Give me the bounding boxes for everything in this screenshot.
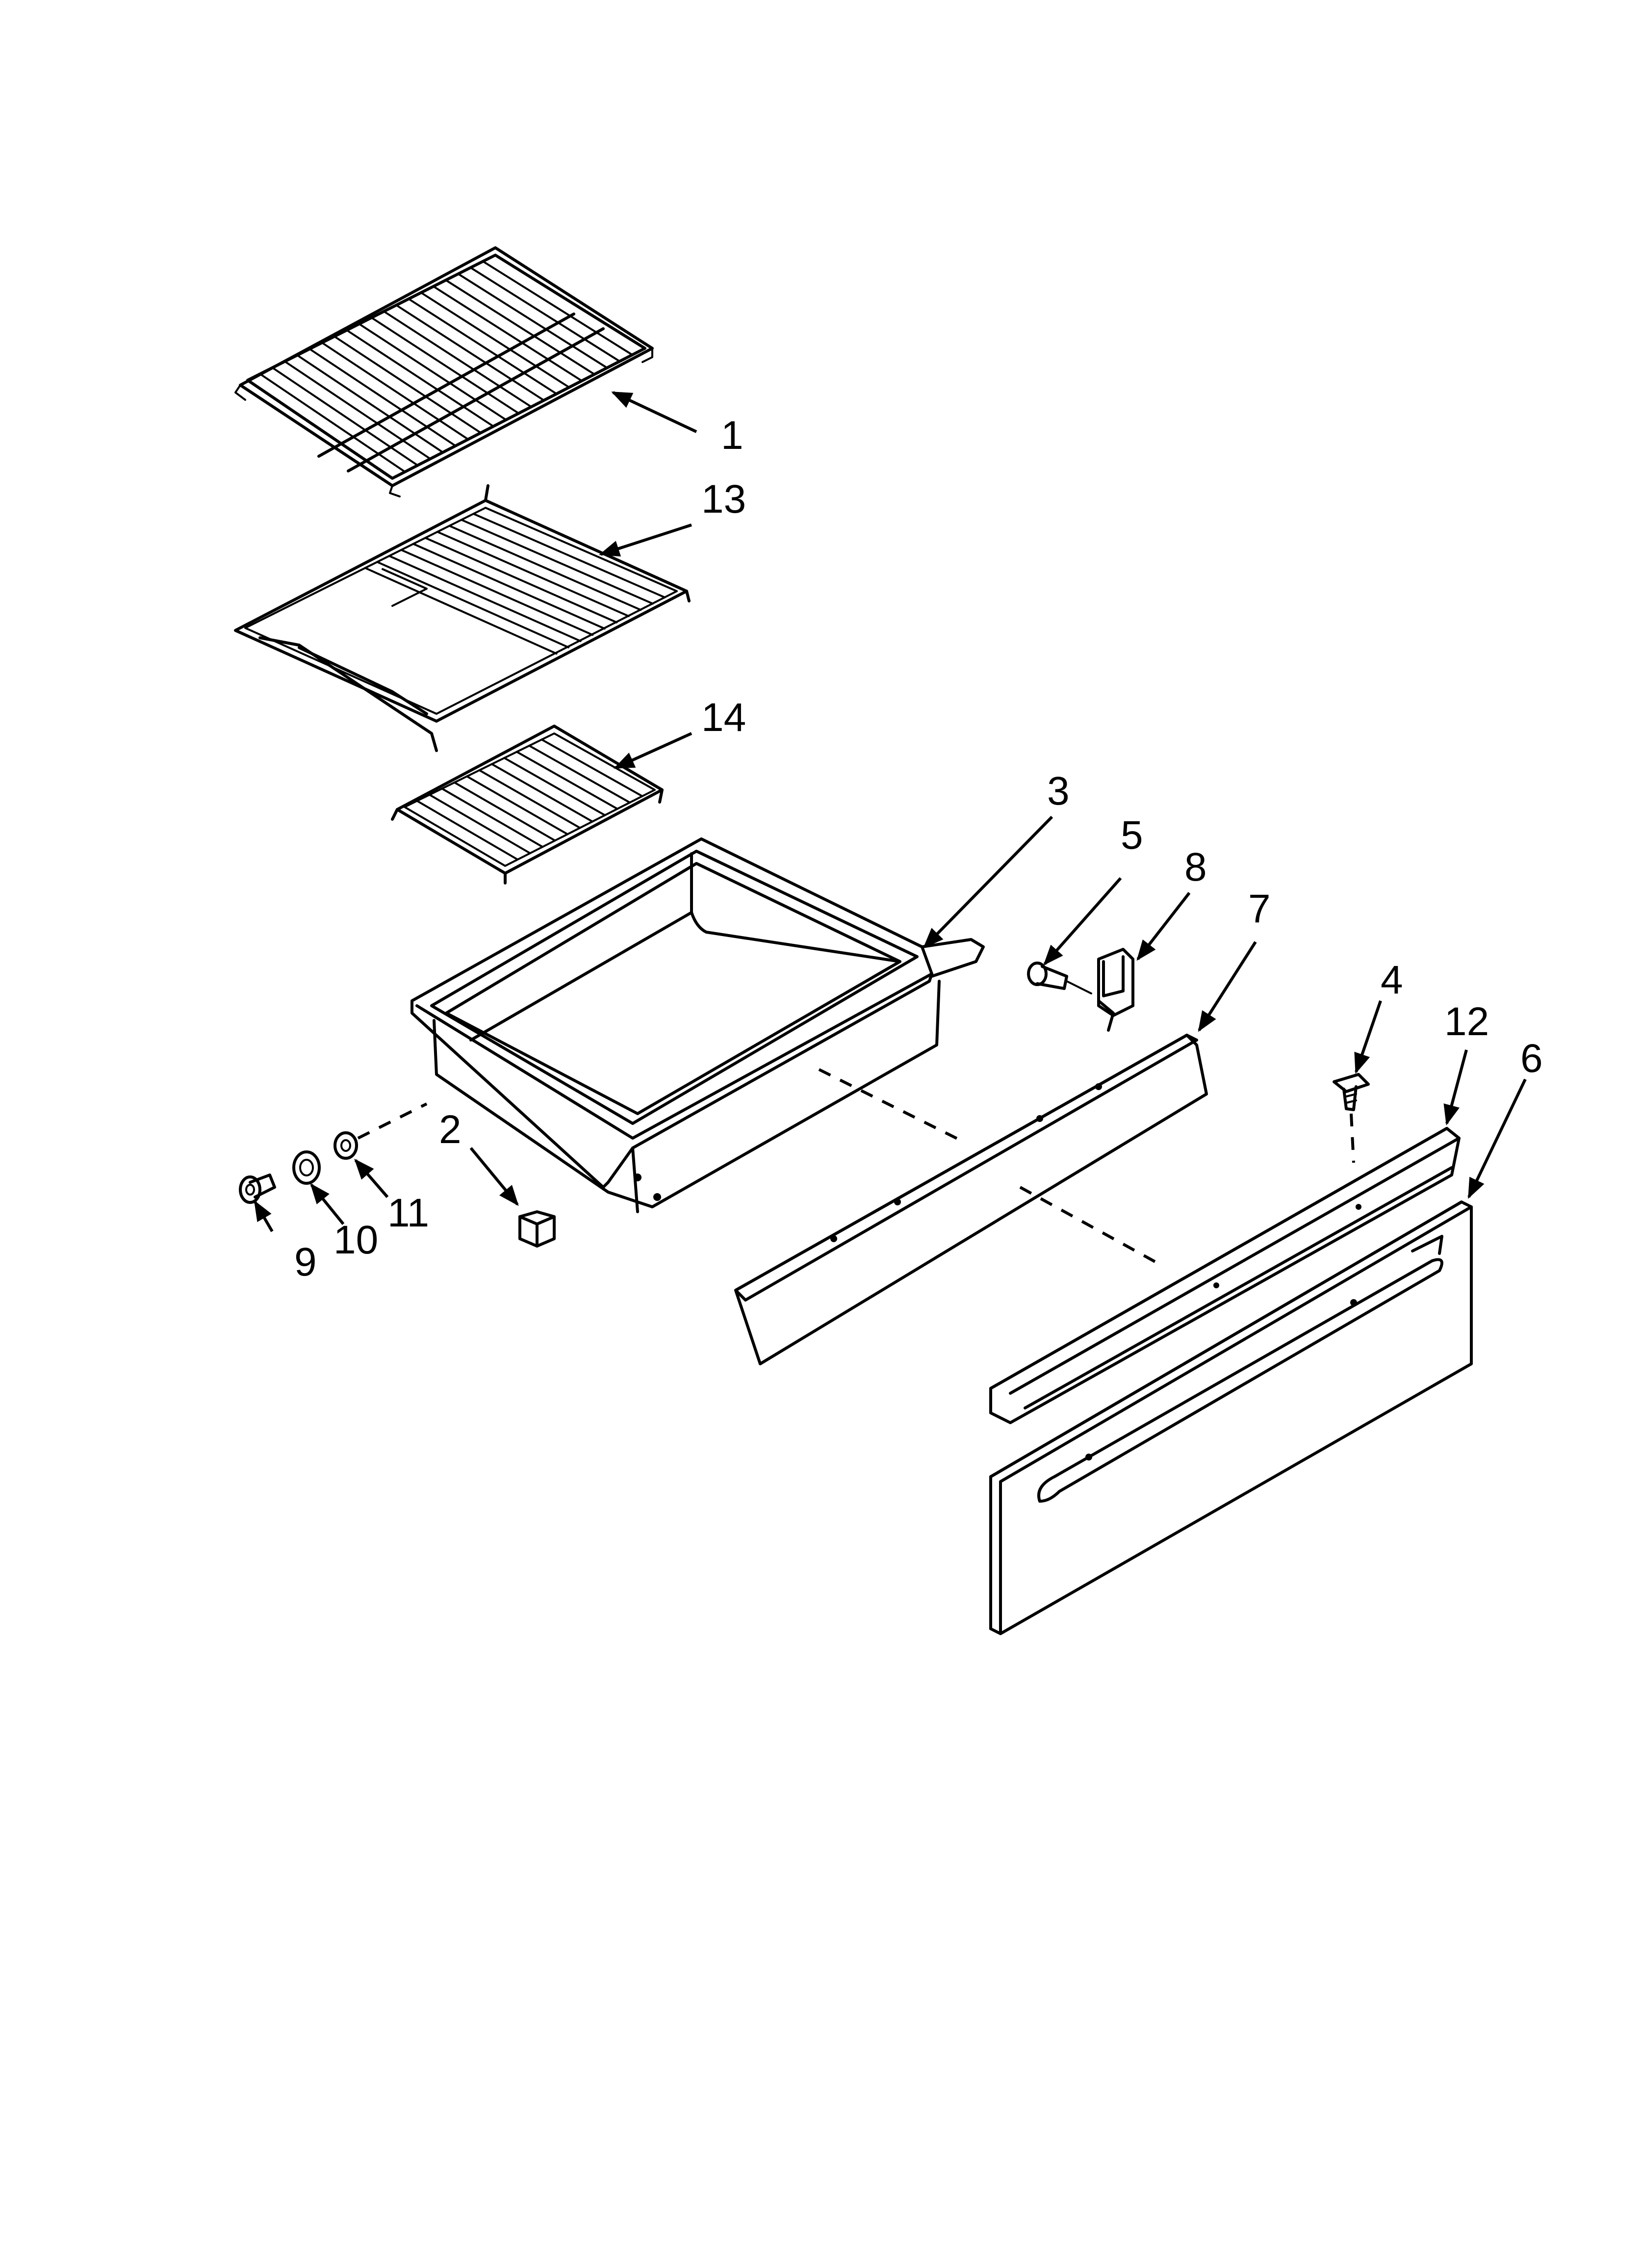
rack-wire bbox=[333, 335, 482, 434]
rack-wire bbox=[416, 800, 519, 861]
rack-wire bbox=[528, 745, 631, 804]
rack-wire bbox=[296, 354, 444, 453]
callout-11: 11 bbox=[387, 1191, 429, 1235]
rack-wire bbox=[383, 310, 533, 408]
callout-9: 9 bbox=[294, 1240, 317, 1284]
rack-wire bbox=[308, 348, 457, 447]
screw-part-9 bbox=[239, 1173, 276, 1204]
rack-wire bbox=[448, 524, 642, 611]
rack-wire bbox=[364, 567, 558, 655]
pad-part-2 bbox=[518, 1210, 556, 1248]
rack-wire bbox=[540, 738, 643, 797]
rack-wire bbox=[388, 555, 582, 642]
rack-wire bbox=[420, 291, 570, 389]
callout-4: 4 bbox=[1381, 958, 1403, 1002]
rack-wire bbox=[412, 543, 606, 630]
screw-part-4 bbox=[1333, 1073, 1370, 1111]
rack-wire bbox=[259, 373, 406, 473]
bracket-part-8 bbox=[1097, 948, 1134, 1032]
half-rack-part-14 bbox=[391, 725, 664, 885]
callout-3: 3 bbox=[1047, 769, 1070, 813]
callout-8: 8 bbox=[1184, 845, 1207, 889]
oven-rack-part-1 bbox=[234, 246, 654, 497]
split-rack-part-13 bbox=[234, 484, 691, 752]
screw-part-5 bbox=[1027, 962, 1092, 994]
trim-strip-part-12 bbox=[989, 1127, 1461, 1424]
rack-wire bbox=[469, 266, 621, 363]
rack-wire bbox=[395, 304, 545, 401]
callout-14: 14 bbox=[701, 695, 746, 740]
callout-1: 1 bbox=[721, 413, 744, 458]
rack-wire bbox=[400, 548, 594, 636]
rack-wire bbox=[358, 323, 507, 421]
rack-wire bbox=[370, 316, 520, 415]
rack-wire bbox=[490, 763, 593, 823]
leader-lines bbox=[254, 391, 1527, 1232]
front-panel-part-7 bbox=[734, 1034, 1208, 1365]
rack-wire bbox=[346, 329, 494, 427]
rack-wire bbox=[436, 531, 630, 617]
callout-5: 5 bbox=[1121, 813, 1143, 858]
drawer-pan-part-3 bbox=[410, 837, 985, 1213]
roller-part-10 bbox=[292, 1150, 321, 1185]
rack-wire bbox=[271, 366, 419, 467]
callout-12: 12 bbox=[1444, 999, 1489, 1044]
rack-wire bbox=[453, 782, 556, 842]
rack-wire bbox=[460, 519, 654, 605]
nut-part-11 bbox=[334, 1131, 358, 1160]
rack-wire bbox=[432, 285, 583, 382]
rack-wire bbox=[408, 298, 558, 395]
rack-wire bbox=[376, 561, 570, 649]
rack-wire bbox=[472, 513, 666, 599]
callout-6: 6 bbox=[1520, 1036, 1543, 1081]
rack-wire bbox=[482, 260, 634, 356]
rack-wire bbox=[466, 775, 569, 835]
rack-wire bbox=[283, 360, 432, 460]
rack-wire bbox=[503, 757, 606, 816]
callout-10: 10 bbox=[334, 1218, 378, 1262]
callout-13: 13 bbox=[701, 477, 746, 521]
rack-wire bbox=[515, 751, 618, 810]
rack-wire bbox=[457, 273, 608, 369]
rack-wire bbox=[478, 769, 581, 829]
rack-wire bbox=[424, 537, 618, 624]
rack-wire bbox=[428, 794, 531, 855]
drawer-front-part-6 bbox=[989, 1200, 1473, 1635]
rack-wire bbox=[321, 341, 469, 441]
callout-7: 7 bbox=[1248, 886, 1271, 931]
rack-wire bbox=[441, 787, 544, 848]
callout-2: 2 bbox=[439, 1107, 462, 1152]
rack-wire bbox=[445, 279, 595, 375]
